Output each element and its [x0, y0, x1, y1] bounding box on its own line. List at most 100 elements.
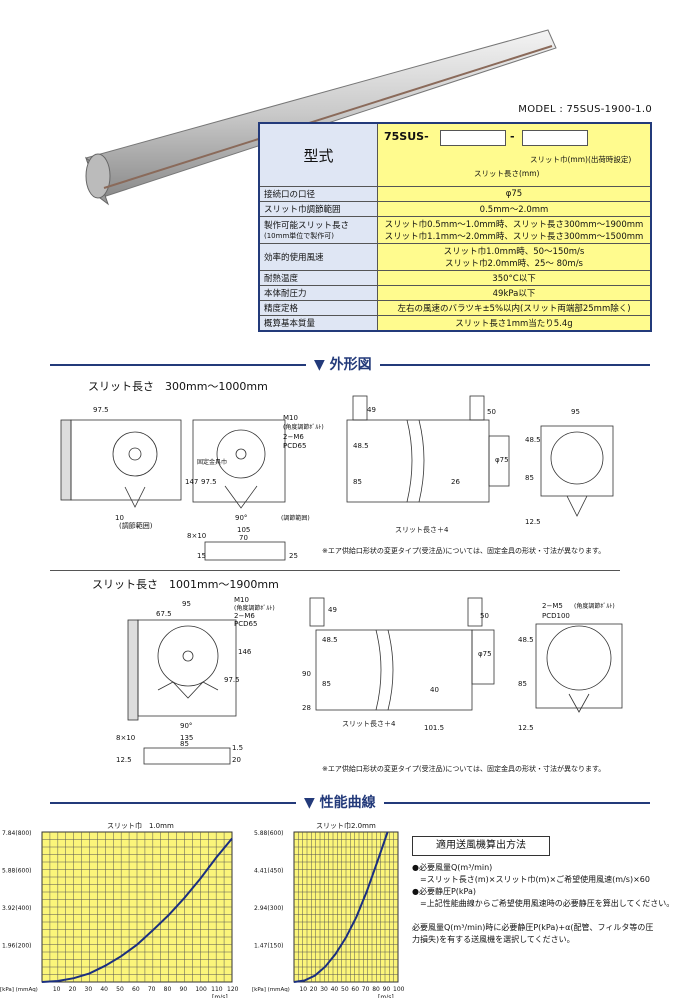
dim-label: 12.5 — [116, 756, 132, 764]
slit-length-note: スリット長さ(mm) — [474, 169, 540, 178]
spec-value: 49kPa以下 — [378, 286, 650, 300]
dim-label: (角度調節ﾎﾞﾙﾄ) — [234, 604, 275, 612]
x-tick-label: 70 — [148, 986, 156, 993]
dim-label: 97.5 — [224, 676, 240, 684]
dim-label: 49 — [328, 606, 337, 614]
dim-label: (角度調節ﾎﾞﾙﾄ) — [283, 423, 324, 431]
x-tick-label: 10 — [299, 986, 307, 993]
slit-width-note: スリット巾(mm)(出荷時設定) — [530, 155, 632, 164]
outline-note-2: ※エア供給口形状の変更タイプ(受注品)については、固定金具の形状・寸法が異なりま… — [322, 765, 606, 773]
model-label: MODEL : 75SUS-1900-1.0 — [518, 104, 652, 115]
dim-label: 50 — [480, 612, 489, 620]
dim-label: スリット長さ＋4 — [395, 526, 449, 534]
x-tick-label: 30 — [320, 986, 328, 993]
product-photo — [84, 29, 557, 206]
calc-line: 必要風量Q(m³/min)時に必要静圧P(kPa)+α(配管、フィルタ等の圧 — [412, 923, 654, 932]
dim-label: スリット長さ＋4 — [342, 720, 396, 728]
x-tick-label: 40 — [100, 986, 108, 993]
performance-title-text: 性能曲線 — [319, 795, 376, 811]
dim-label: 105 — [237, 526, 250, 534]
spec-table: 型式 75SUS- - スリット巾(mm)(出荷時設定) スリット長さ(mm) … — [258, 122, 652, 332]
calc-line: =上記性能曲線からご希望使用風速時の必要静圧を算出してください。 — [412, 899, 675, 908]
spec-value-cell: スリット巾0.5mm〜1.0mm時、スリット長さ300mm〜1900mm スリッ… — [378, 217, 650, 243]
dim-label: 101.5 — [424, 724, 444, 732]
spec-value-2: スリット巾1.1mm〜2.0mm時、スリット長さ300mm〜1500mm — [384, 232, 644, 242]
spec-value: スリット巾0.5mm〜1.0mm時、スリット長さ300mm〜1900mm — [384, 220, 644, 230]
dim-label: 95 — [571, 408, 580, 416]
dim-label: (角度調節ﾎﾞﾙﾄ) — [574, 602, 615, 610]
spec-row: 本体耐圧力 49kPa以下 — [260, 285, 650, 300]
y-tick-label: 4.41(450) — [254, 868, 284, 875]
x-tick-label: 10 — [53, 986, 61, 993]
spec-header-row: 型式 75SUS- - スリット巾(mm)(出荷時設定) スリット長さ(mm) — [260, 124, 650, 186]
spec-row: 概算基本質量 スリット長さ1mm当たり5.4g — [260, 315, 650, 330]
x-tick-label: 40 — [331, 986, 339, 993]
spec-label: 本体耐圧力 — [260, 286, 378, 300]
dim-label: PCD65 — [234, 620, 257, 628]
x-tick-label: 110 — [211, 986, 223, 993]
dim-label: 2−M6 — [283, 433, 304, 441]
dim-label: 固定金具巾 — [197, 458, 227, 466]
x-tick-label: 90 — [180, 986, 188, 993]
chart-title: スリット巾 1.0mm — [107, 821, 174, 830]
spec-value: 0.5mm〜2.0mm — [378, 202, 650, 216]
dim-label: 26 — [451, 478, 460, 486]
spec-value: φ75 — [378, 187, 650, 201]
dim-label: 135 — [180, 734, 193, 742]
spec-row: 効率的使用風速 スリット巾1.0mm時、50〜150m/s スリット巾2.0mm… — [260, 243, 650, 270]
y-axis-label: [kPa] (mmAq) — [0, 987, 38, 993]
y-tick-label: 2.94(300) — [254, 905, 284, 912]
dim-label: 50 — [487, 408, 496, 416]
y-tick-label: 5.88(600) — [254, 830, 284, 837]
dim-label: 2−M6 — [234, 612, 255, 620]
x-axis-label: [m/s] — [212, 994, 228, 998]
y-tick-label: 1.47(150) — [254, 943, 284, 950]
spec-label-sub: (10mm単位で製作可) — [264, 232, 335, 240]
spec-row: 接続口の口径 φ75 — [260, 186, 650, 201]
dim-label: 146 — [238, 648, 252, 656]
dim-label: 85 — [180, 740, 189, 748]
x-tick-label: 20 — [69, 986, 77, 993]
dim-label: 67.5 — [156, 610, 172, 618]
series-line — [41, 837, 233, 983]
dim-label: (調節範囲) — [119, 521, 153, 530]
spec-label: 製作可能スリット長さ — [264, 221, 350, 231]
performance-title: ▼ 性能曲線 — [296, 792, 384, 812]
model-prefix: 75SUS- — [384, 130, 429, 143]
series-line — [293, 831, 389, 983]
spec-label: 精度定格 — [260, 301, 378, 315]
dim-label: 20 — [232, 756, 241, 764]
x-tick-label: 70 — [362, 986, 370, 993]
dim-label: PCD65 — [283, 442, 306, 450]
spec-title: 型式 — [260, 124, 378, 186]
dim-label: 48.5 — [525, 436, 541, 444]
x-tick-label: 90 — [383, 986, 391, 993]
calc-line: ●必要風量Q(m³/min) — [412, 863, 493, 872]
x-tick-label: 120 — [227, 986, 239, 993]
dim-label: 12.5 — [525, 518, 541, 526]
outline-drawing-2: 95 67.5 M10 (角度調節ﾎﾞﾙﾄ) 2−M6 PCD65 146 97… — [116, 596, 623, 765]
dim-label: φ75 — [478, 650, 492, 658]
calc-line: ●必要静圧P(kPa) — [412, 887, 477, 896]
dim-label: (調節範囲) — [281, 514, 310, 522]
outline-drawing-1: 97.5 10 (調節範囲) M10 (角度調節ﾎﾞﾙﾄ) 2−M6 PCD65… — [60, 395, 614, 561]
spec-label-cell: 製作可能スリット長さ (10mm単位で製作可) — [260, 217, 378, 243]
spec-label: スリット巾調節範囲 — [260, 202, 378, 216]
dim-label: 85 — [353, 478, 362, 486]
spec-value-2: スリット巾2.0mm時、25〜 80m/s — [445, 259, 583, 269]
x-tick-label: 60 — [351, 986, 359, 993]
dim-label: 90 — [302, 670, 311, 678]
spec-row: スリット巾調節範囲 0.5mm〜2.0mm — [260, 201, 650, 216]
x-tick-label: 30 — [85, 986, 93, 993]
outline-title-text: 外形図 — [329, 357, 372, 373]
outline-range-1: スリット長さ 300mm〜1000mm — [88, 380, 268, 393]
spec-label: 耐熱温度 — [260, 271, 378, 285]
dim-label: 10 — [115, 514, 124, 522]
outline-note-1: ※エア供給口形状の変更タイプ(受注品)については、固定金具の形状・寸法が異なりま… — [322, 547, 606, 555]
x-axis-label: [m/s] — [378, 994, 394, 998]
dim-label: 90° — [235, 514, 247, 522]
dim-label: 1.5 — [232, 744, 243, 752]
